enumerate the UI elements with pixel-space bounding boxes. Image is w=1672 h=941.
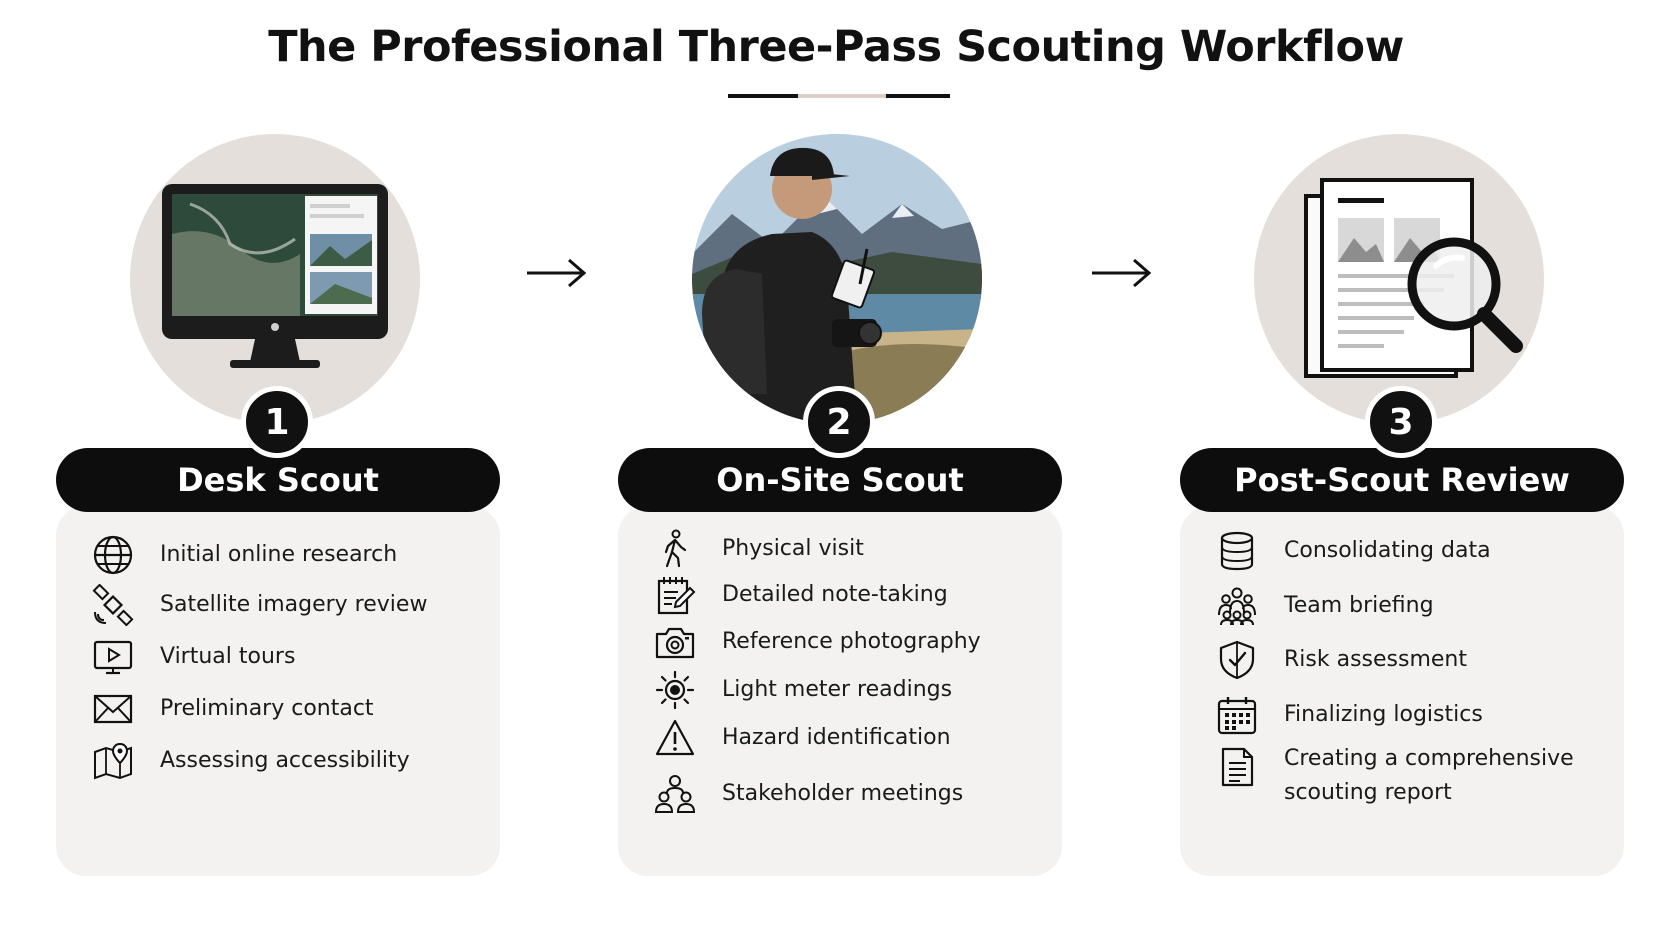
item-label: Risk assessment <box>1284 647 1467 672</box>
notepad-pencil-icon <box>652 572 698 618</box>
item-label: Physical visit <box>722 536 864 561</box>
warning-triangle-icon <box>652 715 698 761</box>
item-label: Consolidating data <box>1284 538 1491 563</box>
list-item: Reference photography <box>652 619 1052 665</box>
stage-card: Physical visit Detailed note-taking Refe… <box>618 506 1062 876</box>
post-scout-review-illustration <box>1254 134 1544 424</box>
list-item: Virtual tours <box>90 634 490 680</box>
item-label: Creating a comprehensive scouting report <box>1284 746 1574 805</box>
step-number: 3 <box>1365 386 1437 458</box>
item-label: Virtual tours <box>160 644 296 669</box>
walking-person-icon <box>652 526 698 572</box>
item-label: Reference photography <box>722 629 981 654</box>
photographer-landscape-icon <box>692 134 982 424</box>
step-number: 2 <box>803 386 875 458</box>
item-label: Finalizing logistics <box>1284 702 1483 727</box>
team-icon <box>1214 583 1260 629</box>
list-item: Stakeholder meetings <box>652 771 1052 817</box>
arrow-right-icon <box>1092 258 1152 288</box>
item-label: Assessing accessibility <box>160 748 410 773</box>
envelope-icon <box>90 686 136 732</box>
list-item: Hazard identification <box>652 715 1052 761</box>
list-item: Creating a comprehensive scouting report <box>1214 742 1614 810</box>
camera-icon <box>652 619 698 665</box>
item-label: Initial online research <box>160 542 398 567</box>
computer-monitor-icon <box>162 184 388 368</box>
arrow-right-icon <box>527 258 587 288</box>
list-item: Risk assessment <box>1214 637 1614 683</box>
item-label: Light meter readings <box>722 677 953 702</box>
list-item: Assessing accessibility <box>90 738 490 784</box>
people-group-icon <box>652 771 698 817</box>
list-item: Satellite imagery review <box>90 582 490 628</box>
stage-title: Desk Scout <box>56 448 500 512</box>
document-magnifier-icon <box>1304 178 1523 378</box>
list-item: Detailed note-taking <box>652 572 1052 618</box>
sun-meter-icon <box>652 667 698 713</box>
item-label: Team briefing <box>1284 593 1434 618</box>
stage-title: Post-Scout Review <box>1180 448 1624 512</box>
item-label: Stakeholder meetings <box>722 781 964 806</box>
page-title: The Professional Three-Pass Scouting Wor… <box>268 22 1404 72</box>
globe-icon <box>90 532 136 578</box>
list-item: Initial online research <box>90 532 490 578</box>
list-item: Light meter readings <box>652 667 1052 713</box>
title-underline <box>728 94 950 98</box>
stage-title: On-Site Scout <box>618 448 1062 512</box>
stage-on-site-scout: 2 On-Site Scout Physical visit Detailed … <box>618 0 1062 941</box>
list-item: Physical visit <box>652 526 1052 572</box>
map-pin-icon <box>90 738 136 784</box>
database-icon <box>1214 528 1260 574</box>
stage-post-scout-review: 3 Post-Scout Review Consolidating data T… <box>1180 0 1624 941</box>
video-screen-icon <box>90 634 136 680</box>
list-item: Consolidating data <box>1214 528 1614 574</box>
step-number: 1 <box>241 386 313 458</box>
shield-icon <box>1214 637 1260 683</box>
item-label: Hazard identification <box>722 725 951 750</box>
stage-card: Initial online research Satellite imager… <box>56 506 500 876</box>
stage-desk-scout: 1 Desk Scout Initial online research Sat… <box>56 0 500 941</box>
on-site-scout-illustration <box>692 134 982 424</box>
stage-card: Consolidating data Team briefing Risk as… <box>1180 506 1624 876</box>
calendar-icon <box>1214 692 1260 738</box>
list-item: Preliminary contact <box>90 686 490 732</box>
item-label: Satellite imagery review <box>160 592 428 617</box>
document-icon <box>1214 744 1260 790</box>
satellite-icon <box>90 582 136 628</box>
item-label: Preliminary contact <box>160 696 374 721</box>
list-item: Finalizing logistics <box>1214 692 1614 738</box>
item-label: Detailed note-taking <box>722 582 948 607</box>
list-item: Team briefing <box>1214 583 1614 629</box>
desk-scout-illustration <box>130 134 420 424</box>
